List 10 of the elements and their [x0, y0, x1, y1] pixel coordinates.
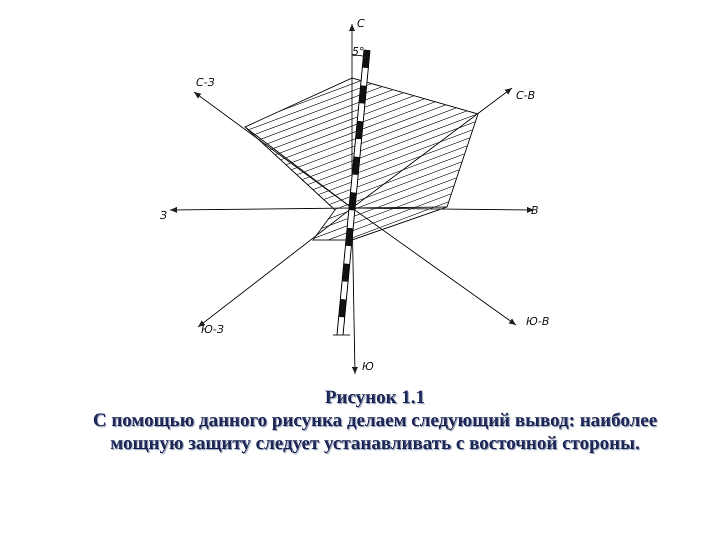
direction-label: С-З: [196, 77, 215, 88]
direction-label: 5°: [352, 46, 364, 57]
direction-label: Ю-З: [201, 324, 224, 335]
caption-text: С помощью данного рисунка делаем следующий вывод: наиболее мощную защиту следует устанавливать с восточной стороны.: [92, 409, 658, 455]
figure-number: Рисунок 1.1: [324, 386, 426, 409]
direction-label: Ю: [362, 361, 374, 372]
direction-label: Ю-В: [526, 316, 550, 327]
direction-label: С-В: [516, 90, 536, 101]
direction-label: С: [357, 18, 365, 29]
direction-label: З: [160, 210, 168, 221]
